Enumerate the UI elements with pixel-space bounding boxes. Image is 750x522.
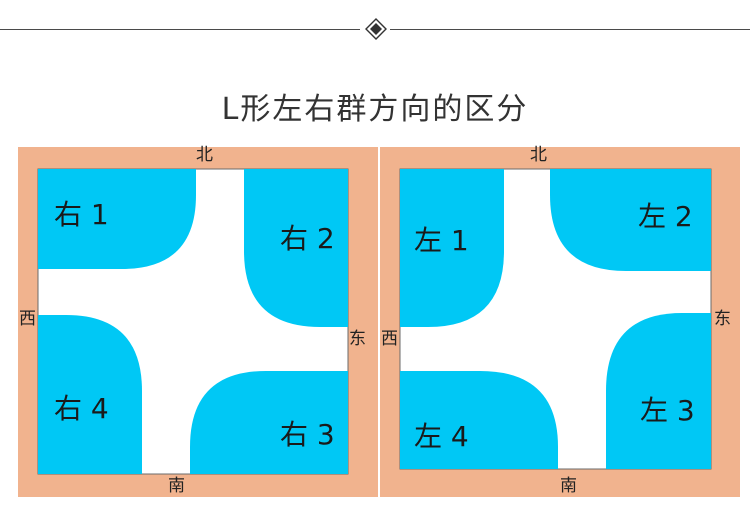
direction-north: 北 bbox=[196, 145, 213, 165]
direction-north: 北 bbox=[530, 145, 547, 165]
header-divider-right bbox=[390, 29, 750, 30]
direction-west: 西 bbox=[19, 309, 36, 329]
direction-south: 南 bbox=[560, 476, 577, 496]
region-l1 bbox=[400, 169, 504, 327]
panel-left-group: 北 南 西 东 左 1 左 2 左 3 左 4 bbox=[380, 147, 740, 497]
direction-west: 西 bbox=[381, 329, 398, 349]
panel-right-group-graphic bbox=[18, 147, 378, 497]
diagram-title: L形左右群方向的区分 bbox=[221, 92, 529, 127]
region-label-r4: 右 4 bbox=[54, 392, 109, 425]
region-r2 bbox=[244, 169, 348, 327]
region-l4 bbox=[400, 371, 558, 469]
region-label-r2: 右 2 bbox=[280, 222, 335, 255]
region-label-l1: 左 1 bbox=[414, 224, 469, 257]
region-label-r3: 右 3 bbox=[280, 418, 335, 451]
region-r3 bbox=[190, 371, 348, 474]
region-l3 bbox=[606, 313, 711, 469]
direction-east: 东 bbox=[349, 329, 366, 349]
region-label-l4: 左 4 bbox=[414, 420, 469, 453]
diamond-ornament-icon bbox=[365, 18, 387, 40]
region-label-l3: 左 3 bbox=[640, 394, 695, 427]
region-l2 bbox=[550, 169, 711, 271]
panel-left-group-graphic bbox=[380, 147, 740, 497]
direction-east: 东 bbox=[714, 309, 731, 329]
region-r4 bbox=[38, 315, 142, 474]
direction-south: 南 bbox=[168, 476, 185, 496]
panel-right-group: 北 南 西 东 右 1 右 2 右 3 右 4 bbox=[18, 147, 378, 497]
region-label-l2: 左 2 bbox=[638, 200, 693, 233]
header-divider-left bbox=[0, 29, 360, 30]
region-r1 bbox=[38, 169, 196, 269]
region-label-r1: 右 1 bbox=[54, 198, 109, 231]
